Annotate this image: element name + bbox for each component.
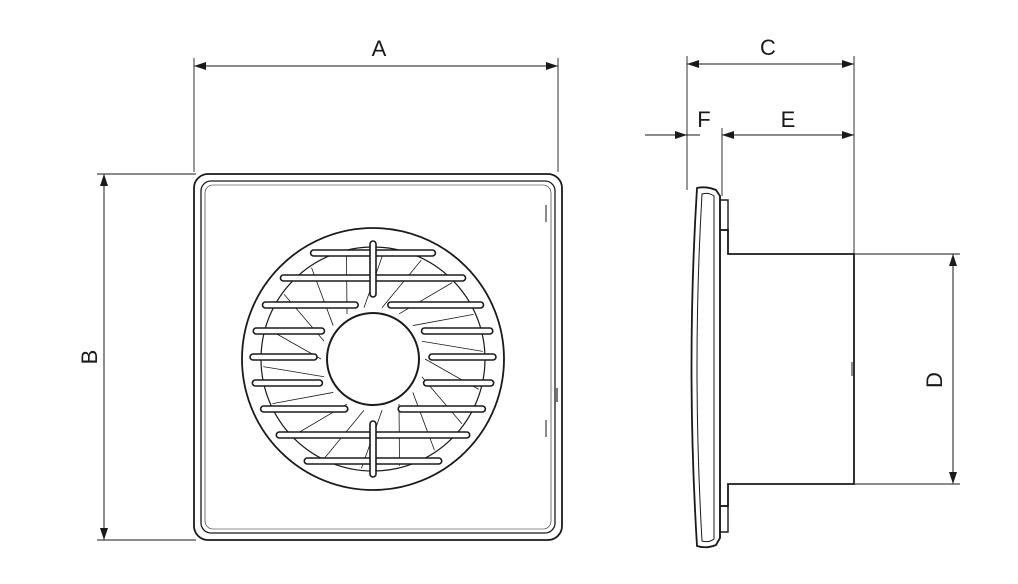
impeller-blade [381, 259, 422, 309]
grille-bars [249, 249, 497, 465]
dimension-f-label: F [697, 107, 710, 132]
dimension-a-label: A [372, 36, 387, 61]
grille-bar [249, 353, 318, 361]
impeller-blade [272, 392, 334, 405]
top-clip [720, 199, 729, 231]
side-faceplate-outer [690, 186, 721, 549]
front-faceplate-inner [200, 180, 556, 534]
impeller-blade [412, 313, 474, 326]
impeller-blade [412, 392, 435, 451]
side-faceplate-inner [696, 192, 715, 543]
front-view: A B [77, 36, 563, 541]
grille-bar [252, 327, 326, 335]
front-faceplate-outer [193, 173, 563, 541]
grille-bar [428, 353, 497, 361]
dimension-b-label: B [77, 350, 102, 365]
grille-bar [422, 379, 495, 387]
grille-vertical-bar [369, 240, 377, 298]
grille-bar [387, 301, 485, 309]
housing-body [720, 229, 855, 507]
bottom-clip [720, 505, 729, 533]
dimension-e-label: E [781, 107, 796, 132]
dimension-d-label: D [922, 372, 947, 388]
side-view: C F E D [645, 35, 960, 549]
grille-bar [259, 405, 349, 413]
impeller-blade [421, 340, 483, 352]
impeller-blade [263, 366, 325, 378]
grille-bar [261, 301, 359, 309]
grille-outer-ring [241, 227, 505, 491]
impeller-blade [398, 282, 453, 315]
centre-hub [326, 312, 420, 406]
grille-bar [251, 379, 324, 387]
dimension-c-label: C [760, 35, 776, 60]
front-faceplate-edge [204, 184, 552, 530]
grille-vertical-bar [369, 420, 377, 478]
grille-bar [420, 327, 494, 335]
grille-bar [397, 405, 487, 413]
